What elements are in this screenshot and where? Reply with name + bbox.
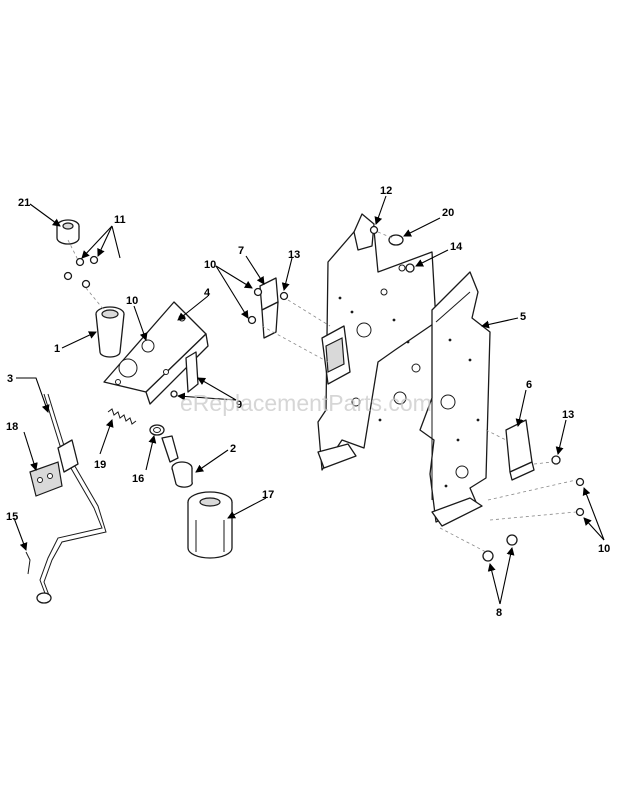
callout-17: 17 — [262, 489, 274, 501]
main-frame-plate — [317, 213, 491, 527]
callout-15: 15 — [6, 511, 18, 523]
callout-13-mid: 13 — [288, 249, 300, 261]
callout-16: 16 — [132, 473, 144, 485]
bracket-6 — [505, 419, 585, 517]
watermark: eReplacementParts.com — [180, 390, 432, 416]
callout-20: 20 — [442, 207, 454, 219]
motor-17 — [187, 491, 233, 559]
callout-1: 1 — [54, 343, 60, 355]
screws-11 — [63, 255, 99, 289]
callout-labels: 21 11 1 10 4 9 3 18 19 16 2 17 15 7 10 1… — [6, 185, 610, 619]
switch-18 — [29, 461, 63, 497]
callout-7: 7 — [238, 245, 244, 257]
nuts-8 — [482, 534, 518, 562]
guide-lines — [67, 231, 577, 553]
callout-21: 21 — [18, 197, 30, 209]
callout-8: 8 — [496, 607, 502, 619]
ring-16 — [149, 424, 165, 436]
nut-12 — [369, 225, 379, 235]
nut-14 — [405, 263, 415, 273]
washer-20 — [388, 234, 404, 246]
callout-12: 12 — [380, 185, 392, 197]
callout-14: 14 — [450, 241, 463, 253]
callout-5: 5 — [520, 311, 526, 323]
callout-10-mid: 10 — [204, 259, 216, 271]
callout-18: 18 — [6, 421, 18, 433]
callout-13-right: 13 — [562, 409, 574, 421]
control-rod-3 — [36, 393, 107, 604]
callout-6: 6 — [526, 379, 532, 391]
callout-10-right: 10 — [598, 543, 610, 555]
mounting-bracket-4 — [103, 301, 209, 405]
bushing-cap — [56, 219, 80, 245]
callout-11: 11 — [114, 214, 126, 226]
callout-10-left: 10 — [126, 295, 138, 307]
callout-9: 9 — [236, 399, 242, 411]
steering-tube — [95, 306, 125, 358]
leader-lines — [13, 195, 605, 605]
callout-3: 3 — [7, 373, 13, 385]
callout-19: 19 — [94, 459, 106, 471]
callout-4: 4 — [204, 287, 211, 299]
spring-19 — [107, 408, 137, 425]
pin-15 — [25, 551, 31, 575]
shaft-2 — [161, 435, 193, 488]
callout-2: 2 — [230, 443, 236, 455]
bracket-7 — [247, 277, 289, 339]
